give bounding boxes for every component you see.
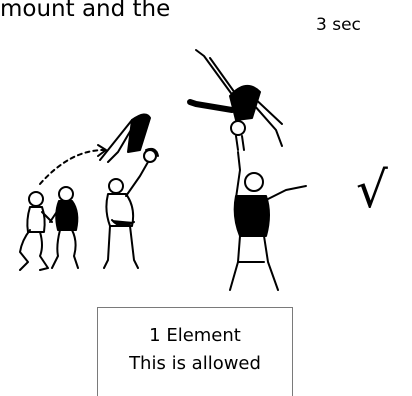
movement-arrow bbox=[39, 149, 105, 185]
gymnast-pair-balance bbox=[187, 49, 307, 291]
instruction-text-fragment: mount and the bbox=[0, 0, 171, 22]
caption-allowed-note: This is allowed bbox=[129, 353, 261, 374]
hold-duration-label: 3 sec bbox=[316, 15, 361, 35]
acrobatic-element-illustration bbox=[19, 49, 307, 291]
caption-element-count: 1 Element bbox=[149, 325, 241, 346]
caption-box: 1 Element This is allowed bbox=[97, 307, 293, 396]
allowed-checkmark: √ bbox=[356, 161, 388, 219]
gymnast-pair-mounting bbox=[99, 113, 159, 269]
gymnast-pair-preparing bbox=[19, 186, 79, 271]
